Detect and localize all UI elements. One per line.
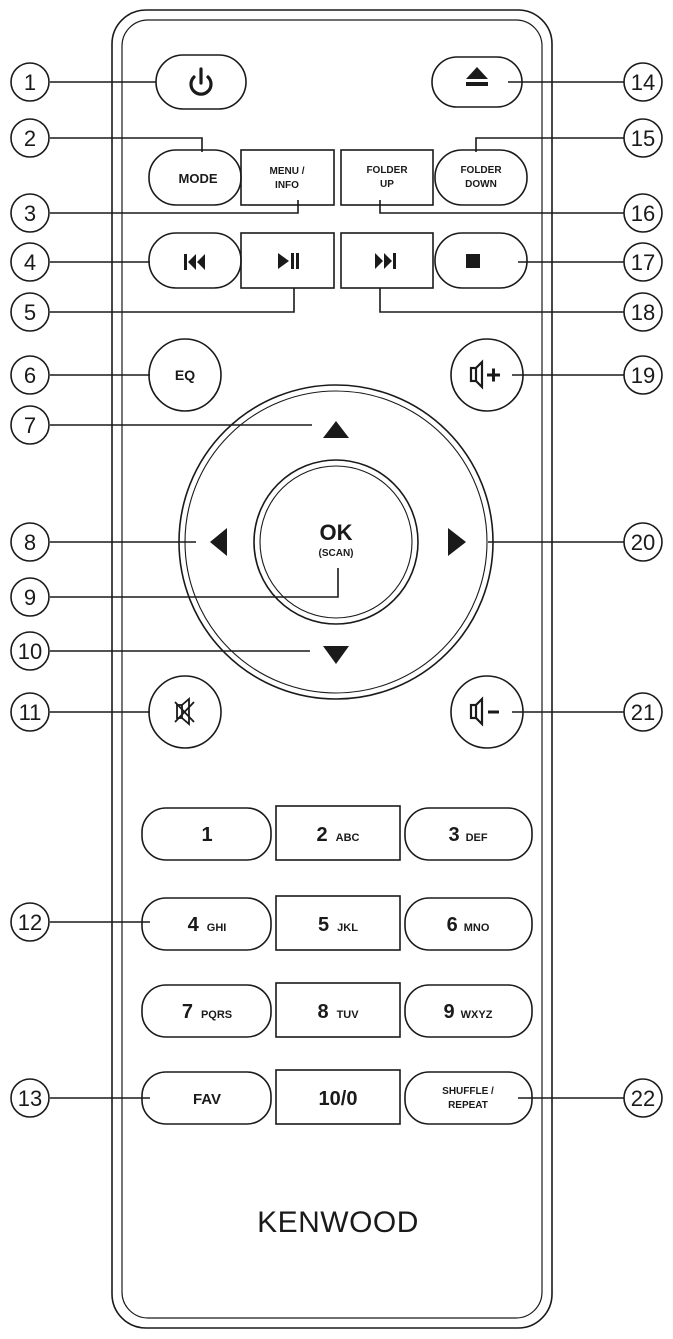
key-8[interactable]: [275, 982, 401, 1038]
callout-circles: [10, 62, 663, 1118]
navigation-ring[interactable]: [178, 384, 494, 700]
callout-21: 21: [631, 700, 655, 725]
fav-label: FAV: [193, 1091, 221, 1108]
eq-label: EQ: [175, 367, 195, 383]
volume-down-icon: [469, 696, 499, 727]
mute-icon: [174, 697, 195, 726]
shuffle-repeat-label-2: REPEAT: [448, 1100, 488, 1111]
next-button[interactable]: [340, 232, 434, 289]
folder-down-button[interactable]: [434, 149, 528, 206]
callout-14: 14: [631, 70, 655, 95]
volume-down-button[interactable]: [450, 675, 524, 749]
power-button[interactable]: [155, 54, 247, 110]
key-10-0-label: 10/0: [319, 1088, 358, 1110]
callout-11: 11: [19, 700, 42, 725]
shuffle-repeat-button[interactable]: [404, 1071, 533, 1125]
callout-20: 20: [631, 530, 655, 555]
ok-button[interactable]: [253, 459, 419, 625]
key-2[interactable]: [275, 805, 401, 861]
callout-3: 3: [24, 201, 36, 226]
remote-body-outer: [111, 9, 553, 1329]
key-10-0[interactable]: [275, 1069, 401, 1125]
callout-4: 4: [24, 250, 36, 275]
callout-10: 10: [18, 639, 42, 664]
remote-body-inner: [121, 19, 543, 1319]
shuffle-repeat-label-1: SHUFFLE /: [442, 1086, 494, 1097]
eject-button[interactable]: [431, 56, 523, 108]
key-1[interactable]: [141, 807, 272, 861]
ok-label: OK: [320, 520, 353, 545]
folder-up-label-1: FOLDER: [366, 165, 408, 176]
key-7[interactable]: [141, 984, 272, 1038]
mute-button[interactable]: [148, 675, 222, 749]
callout-numbers: 1 2 3 4 5 6 7 8 9 10 11 12 13 14 15 16 1…: [18, 70, 655, 1111]
callout-5: 5: [24, 300, 36, 325]
stop-button[interactable]: [434, 232, 528, 289]
arrow-left-icon[interactable]: [210, 528, 227, 556]
callout-13: 13: [18, 1086, 42, 1111]
arrow-down-icon[interactable]: [323, 646, 349, 664]
callout-19: 19: [631, 363, 655, 388]
folder-down-label-1: FOLDER: [460, 165, 502, 176]
callout-17: 17: [631, 250, 655, 275]
key-6[interactable]: [404, 897, 533, 951]
menu-info-label-2: INFO: [275, 180, 299, 191]
arrow-right-icon[interactable]: [448, 528, 466, 556]
folder-up-button[interactable]: [340, 149, 434, 206]
skip-previous-icon: [184, 254, 205, 270]
volume-up-button[interactable]: [450, 338, 524, 412]
play-pause-icon: [278, 253, 299, 269]
menu-info-button[interactable]: [240, 149, 335, 206]
callout-15: 15: [631, 126, 655, 151]
key-4[interactable]: [141, 897, 272, 951]
play-pause-button[interactable]: [240, 232, 335, 289]
folder-down-label-2: DOWN: [465, 179, 497, 190]
folder-up-label-2: UP: [380, 179, 394, 190]
callout-12: 12: [18, 910, 42, 935]
fav-button[interactable]: [141, 1071, 272, 1125]
brand-logo: KENWOOD: [257, 1206, 419, 1239]
stop-icon: [466, 254, 480, 268]
power-icon: [189, 67, 213, 96]
ok-button-inner: [259, 465, 413, 619]
callout-2: 2: [24, 126, 36, 151]
leader-lines: [50, 81, 624, 1099]
navigation-ring-inner: [184, 390, 488, 694]
skip-next-icon: [375, 253, 396, 269]
callout-16: 16: [631, 201, 655, 226]
eject-icon: [466, 67, 488, 86]
scan-label: (SCAN): [319, 548, 354, 559]
callout-18: 18: [631, 300, 655, 325]
callout-22: 22: [631, 1086, 655, 1111]
key-1-label: 1: [201, 824, 212, 846]
key-3[interactable]: [404, 807, 533, 861]
eq-button[interactable]: [148, 338, 222, 412]
key-9[interactable]: [404, 984, 533, 1038]
callout-1: 1: [24, 70, 36, 95]
callout-9: 9: [24, 585, 36, 610]
arrow-up-icon[interactable]: [323, 421, 349, 438]
menu-info-label-1: MENU /: [270, 166, 305, 177]
callout-8: 8: [24, 530, 36, 555]
callout-6: 6: [24, 363, 36, 388]
key-5[interactable]: [275, 895, 401, 951]
mode-label: MODE: [179, 171, 218, 186]
volume-up-icon: [469, 359, 500, 390]
callout-7: 7: [24, 413, 36, 438]
